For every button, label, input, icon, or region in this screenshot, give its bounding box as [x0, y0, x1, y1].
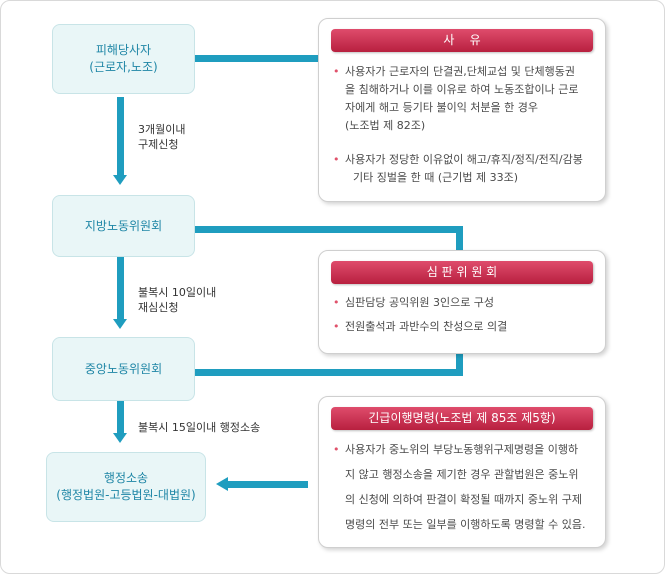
node-admin-line2: (행정법원-고등법원-대법원): [56, 488, 196, 502]
node-central-labor-commission: 중앙노동위원회: [52, 337, 195, 401]
panel-reasons-title: 사 유: [331, 29, 593, 52]
committee-item-2: • 전원출석과 과반수의 찬성으로 의결: [333, 317, 591, 337]
reasons-item-1-line2: 을 침해하거나 이를 이유로 하여 노동조합이나 근로: [345, 83, 579, 96]
arrow-emergency-to-admin: [228, 481, 308, 488]
bullet-icon: •: [333, 320, 340, 333]
reasons-item-2-line2: 기타 징벌을 한 때 (근기법 제 33조): [353, 171, 518, 184]
reasons-item-1-line1: 사용자가 근로자의 단결권,단체교섭 및 단체행동권: [345, 65, 576, 78]
step-label-2-line1: 불복시 10일이내: [138, 286, 217, 299]
panel-emergency-title: 긴급이행명령(노조법 제 85조 제5항): [331, 407, 593, 430]
panel-committee-title: 심 판 위 원 회: [331, 261, 593, 284]
connector-committee-up: [456, 352, 463, 376]
step-label-1-line1: 3개월이내: [138, 123, 186, 136]
arrow-head-3: [113, 433, 127, 443]
node-victim-party-line1: 피해당사자: [95, 43, 152, 57]
connector-party-reasons: [195, 55, 318, 62]
emergency-line1: 사용자가 중노위의 부당노동행위구제명령을 이행하: [345, 443, 579, 456]
emergency-line3: 의 신청에 의하여 판결이 확정될 때까지 중노위 구제: [345, 493, 582, 506]
node-local-label: 지방노동위원회: [84, 218, 163, 233]
emergency-item: • 사용자가 중노위의 부당노동행위구제명령을 이행하 지 않고 행정소송을 제…: [333, 437, 591, 537]
committee-item-1: • 심판담당 공익위원 3인으로 구성: [333, 293, 591, 313]
step-label-3: 불복시 15일이내 행정소송: [138, 420, 260, 435]
arrow-party-to-local: [117, 97, 124, 175]
step-label-2-line2: 재심신청: [138, 301, 179, 314]
step-label-1: 3개월이내 구제신청: [138, 122, 185, 152]
step-label-1-line2: 구제신청: [138, 138, 179, 151]
step-label-2: 불복시 10일이내 재심신청: [138, 285, 216, 315]
panel-adjudication-committee: 심 판 위 원 회 • 심판담당 공익위원 3인으로 구성 • 전원출석과 과반…: [318, 250, 606, 354]
bullet-icon: •: [333, 153, 340, 166]
emergency-line2: 지 않고 행정소송을 제기한 경우 관할법원은 중노위: [345, 468, 579, 481]
reasons-item-2: • 사용자가 정당한 이유없이 해고/휴직/정직/전직/감봉 기타 징벌을 한 …: [333, 151, 591, 187]
bullet-icon: •: [333, 296, 340, 309]
connector-committee-down: [456, 226, 463, 252]
node-local-labor-commission: 지방노동위원회: [52, 195, 195, 257]
reasons-item-2-line1: 사용자가 정당한 이유없이 해고/휴직/정직/전직/감봉: [345, 153, 583, 166]
node-central-label: 중앙노동위원회: [84, 361, 163, 376]
emergency-line4: 명령의 전부 또는 일부를 이행하도록 명령할 수 있음.: [345, 518, 586, 531]
arrow-head-4: [216, 477, 228, 491]
bullet-icon: •: [333, 443, 340, 456]
panel-reasons: 사 유 • 사용자가 근로자의 단결권,단체교섭 및 단체행동권 을 침해하거나…: [318, 18, 606, 202]
arrow-local-to-central: [117, 255, 124, 319]
node-administrative-litigation: 행정소송 (행정법원-고등법원-대법원): [46, 452, 206, 522]
node-victim-party: 피해당사자 (근로자,노조): [52, 24, 195, 94]
connector-central-committee: [195, 369, 463, 376]
committee-item-2-text: 전원출석과 과반수의 찬성으로 의결: [345, 320, 508, 333]
reasons-item-1: • 사용자가 근로자의 단결권,단체교섭 및 단체행동권 을 침해하거나 이를 …: [333, 63, 591, 135]
step-label-3-line1: 불복시 15일이내 행정소송: [138, 421, 261, 434]
panel-emergency-order: 긴급이행명령(노조법 제 85조 제5항) • 사용자가 중노위의 부당노동행위…: [318, 396, 606, 548]
reasons-item-1-line4: (노조법 제 82조): [345, 119, 426, 132]
reasons-item-1-line3: 자에게 해고 등기타 불이익 처분을 한 경우: [345, 101, 539, 114]
arrow-head-1: [113, 175, 127, 185]
connector-local-committee: [195, 226, 463, 233]
arrow-central-to-admin: [117, 399, 124, 433]
node-victim-party-line2: (근로자,노조): [89, 60, 158, 74]
arrow-head-2: [113, 319, 127, 329]
node-admin-line1: 행정소송: [103, 471, 149, 485]
committee-item-1-text: 심판담당 공익위원 3인으로 구성: [345, 296, 495, 309]
bullet-icon: •: [333, 65, 340, 78]
